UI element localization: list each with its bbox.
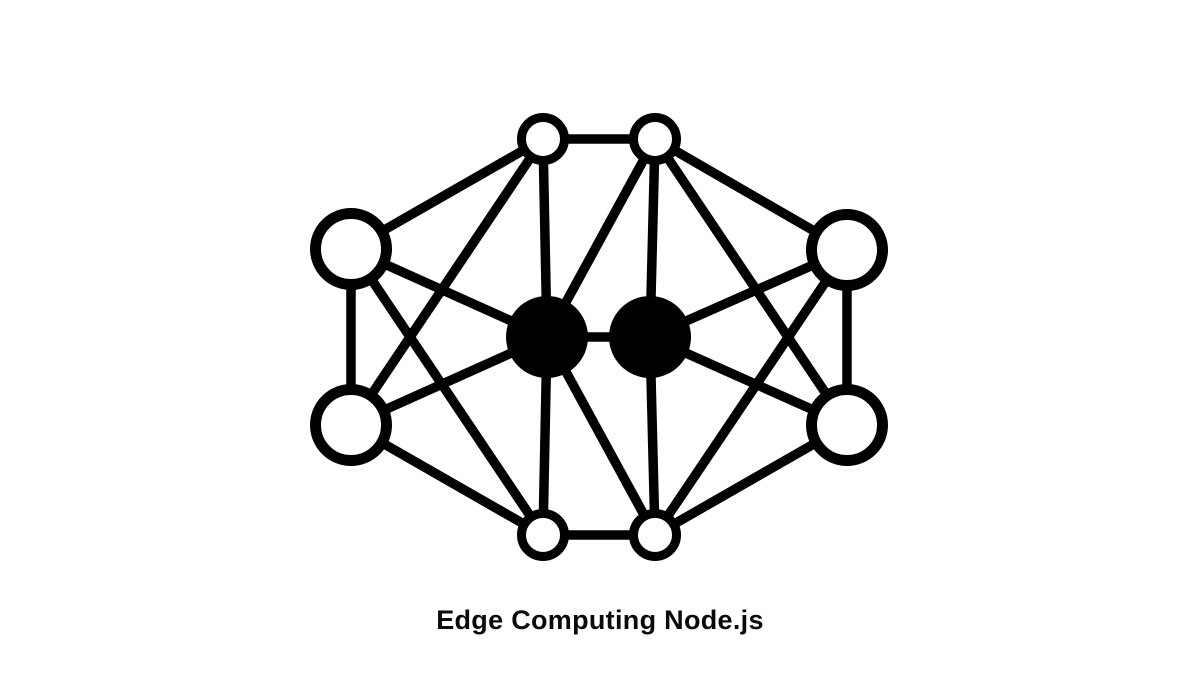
- node-center-left-hub: [506, 296, 588, 378]
- node-left-bottom-large: [310, 384, 392, 466]
- node-bottom-right-small: [629, 509, 681, 561]
- node-top-left-small: [517, 113, 569, 165]
- node-right-bottom-large: [806, 384, 888, 466]
- caption: Edge Computing Node.js: [436, 605, 764, 635]
- edge-left-top-large--bottom-left-small: [347, 246, 547, 538]
- node-left-top-large: [310, 208, 392, 290]
- edge-top-left-small--left-bottom-large: [347, 136, 547, 428]
- node-right-top-large: [806, 209, 888, 291]
- node-center-right-hub: [609, 296, 691, 378]
- edge-top-right-small--right-bottom-large: [651, 136, 851, 428]
- node-top-right-small: [629, 113, 681, 165]
- edge-right-top-large--bottom-right-small: [651, 247, 851, 538]
- node-bottom-left-small: [517, 509, 569, 561]
